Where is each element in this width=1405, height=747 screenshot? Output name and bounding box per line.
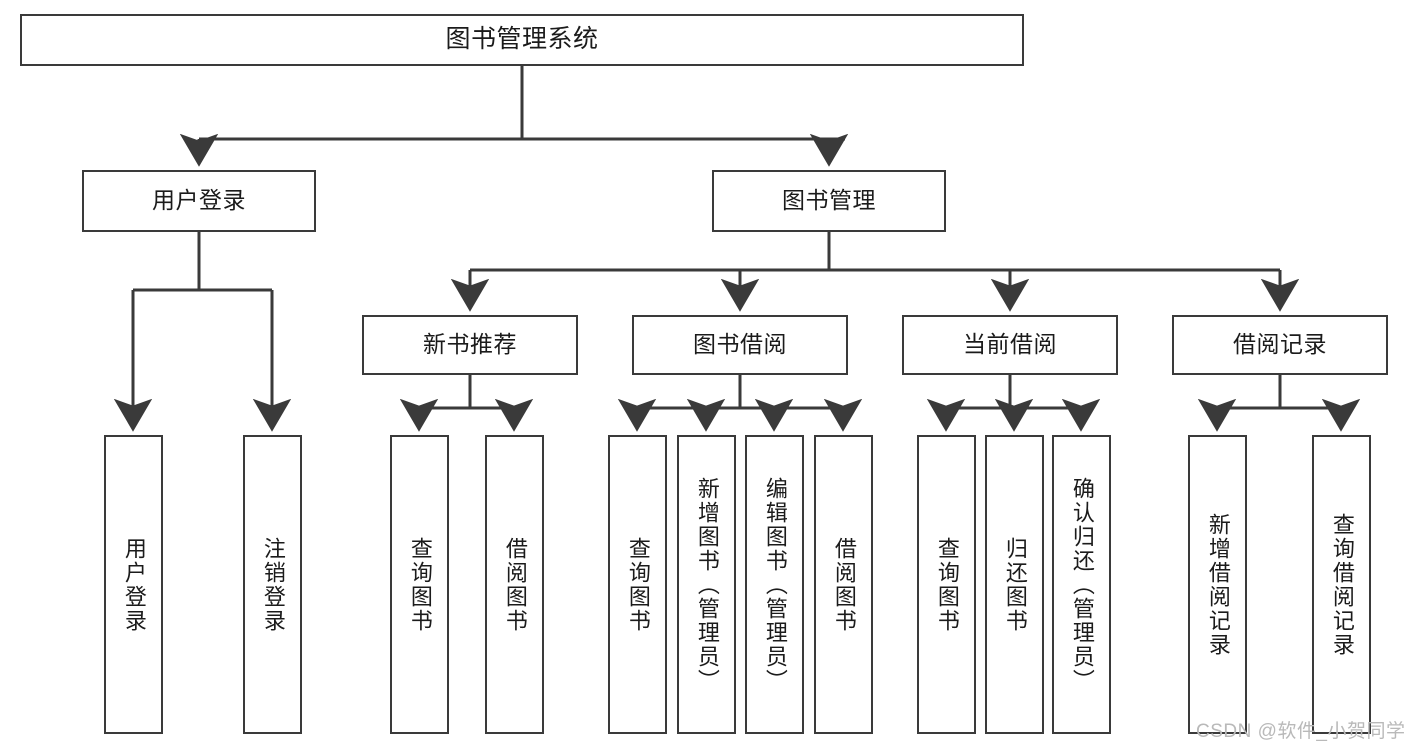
node-root-label: 图书管理系统	[445, 25, 599, 54]
node-leaf-2-label: 查询图书	[407, 536, 433, 633]
node-leaf-4[interactable]: 查询图书	[608, 435, 667, 734]
node-level3-1-label: 图书借阅	[693, 331, 787, 358]
node-leaf-8[interactable]: 查询图书	[917, 435, 976, 734]
node-leaf-7-label: 借阅图书	[831, 536, 857, 633]
node-leaf-10-label: 确认归还（管理员）	[1069, 476, 1095, 693]
node-leaf-4-label: 查询图书	[625, 536, 651, 633]
node-leaf-1[interactable]: 注销登录	[243, 435, 302, 734]
node-leaf-1-label: 注销登录	[260, 536, 286, 633]
node-leaf-2[interactable]: 查询图书	[390, 435, 449, 734]
node-leaf-9[interactable]: 归还图书	[985, 435, 1044, 734]
node-level3-1[interactable]: 图书借阅	[632, 315, 848, 375]
node-level2-1[interactable]: 图书管理	[712, 170, 946, 232]
node-level3-0-label: 新书推荐	[423, 331, 517, 358]
node-leaf-10[interactable]: 确认归还（管理员）	[1052, 435, 1111, 734]
node-leaf-8-label: 查询图书	[934, 536, 960, 633]
node-level3-0[interactable]: 新书推荐	[362, 315, 578, 375]
node-level2-0[interactable]: 用户登录	[82, 170, 316, 232]
node-level3-3[interactable]: 借阅记录	[1172, 315, 1388, 375]
node-level3-2[interactable]: 当前借阅	[902, 315, 1118, 375]
node-leaf-0[interactable]: 用户登录	[104, 435, 163, 734]
node-leaf-11-label: 新增借阅记录	[1205, 512, 1231, 657]
node-level3-3-label: 借阅记录	[1233, 331, 1327, 358]
csdn-watermark: CSDN @软件_小贺同学	[1196, 721, 1405, 742]
node-leaf-6[interactable]: 编辑图书（管理员）	[745, 435, 804, 734]
node-leaf-11[interactable]: 新增借阅记录	[1188, 435, 1247, 734]
node-leaf-3[interactable]: 借阅图书	[485, 435, 544, 734]
node-level2-0-label: 用户登录	[152, 187, 246, 214]
node-leaf-12-label: 查询借阅记录	[1329, 512, 1355, 657]
node-leaf-9-label: 归还图书	[1002, 536, 1028, 633]
node-leaf-5[interactable]: 新增图书（管理员）	[677, 435, 736, 734]
node-root-book-management-system[interactable]: 图书管理系统	[20, 14, 1024, 66]
node-level2-1-label: 图书管理	[782, 187, 876, 214]
node-leaf-5-label: 新增图书（管理员）	[694, 476, 720, 693]
node-leaf-3-label: 借阅图书	[502, 536, 528, 633]
node-level3-2-label: 当前借阅	[963, 331, 1057, 358]
node-leaf-7[interactable]: 借阅图书	[814, 435, 873, 734]
node-leaf-0-label: 用户登录	[121, 536, 147, 633]
node-leaf-12[interactable]: 查询借阅记录	[1312, 435, 1371, 734]
node-leaf-6-label: 编辑图书（管理员）	[762, 476, 788, 693]
